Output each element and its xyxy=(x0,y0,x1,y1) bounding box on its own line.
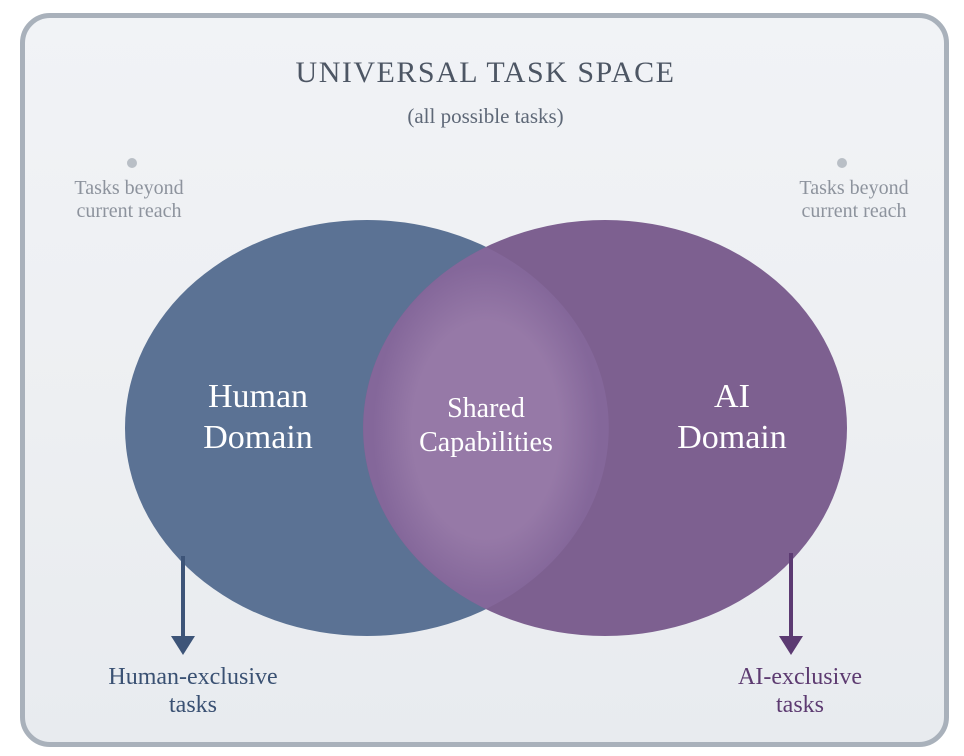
human-exclusive-arrow-head xyxy=(171,636,195,655)
diagram-title: UNIVERSAL TASK SPACE xyxy=(295,56,676,89)
left-beyond-reach-line1: Tasks beyond xyxy=(74,177,184,199)
ai-exclusive-label: AI-exclusive tasks xyxy=(695,663,905,719)
human-domain-label-line1: Human xyxy=(207,378,309,415)
right-beyond-reach-line2: current reach xyxy=(801,200,907,222)
human-domain-label: Human Domain xyxy=(143,376,373,458)
left-reach-dot xyxy=(127,158,137,168)
shared-capabilities-label: Shared Capabilities xyxy=(375,392,597,460)
ai-domain-label-line1: AI xyxy=(714,378,750,415)
left-beyond-reach-line2: current reach xyxy=(76,200,182,222)
shared-capabilities-label-line2: Capabilities xyxy=(419,427,553,458)
ai-exclusive-label-line1: AI-exclusive xyxy=(738,664,862,690)
human-exclusive-label-line1: Human-exclusive xyxy=(108,664,278,690)
human-exclusive-label-line2: tasks xyxy=(169,692,217,718)
ai-exclusive-label-line2: tasks xyxy=(776,692,824,718)
right-beyond-reach-line1: Tasks beyond xyxy=(799,177,909,199)
ai-domain-label-line2: Domain xyxy=(677,419,787,456)
ai-domain-label: AI Domain xyxy=(617,376,847,458)
right-beyond-reach-label: Tasks beyond current reach xyxy=(759,177,949,223)
right-reach-dot xyxy=(837,158,847,168)
ai-exclusive-arrow-head xyxy=(779,636,803,655)
diagram-subtitle: (all possible tasks) xyxy=(407,104,564,128)
shared-capabilities-label-line1: Shared xyxy=(447,393,525,424)
human-exclusive-label: Human-exclusive tasks xyxy=(88,663,298,719)
shared-overlap-lens xyxy=(363,247,609,609)
left-beyond-reach-label: Tasks beyond current reach xyxy=(34,177,224,223)
human-domain-label-line2: Domain xyxy=(203,419,313,456)
